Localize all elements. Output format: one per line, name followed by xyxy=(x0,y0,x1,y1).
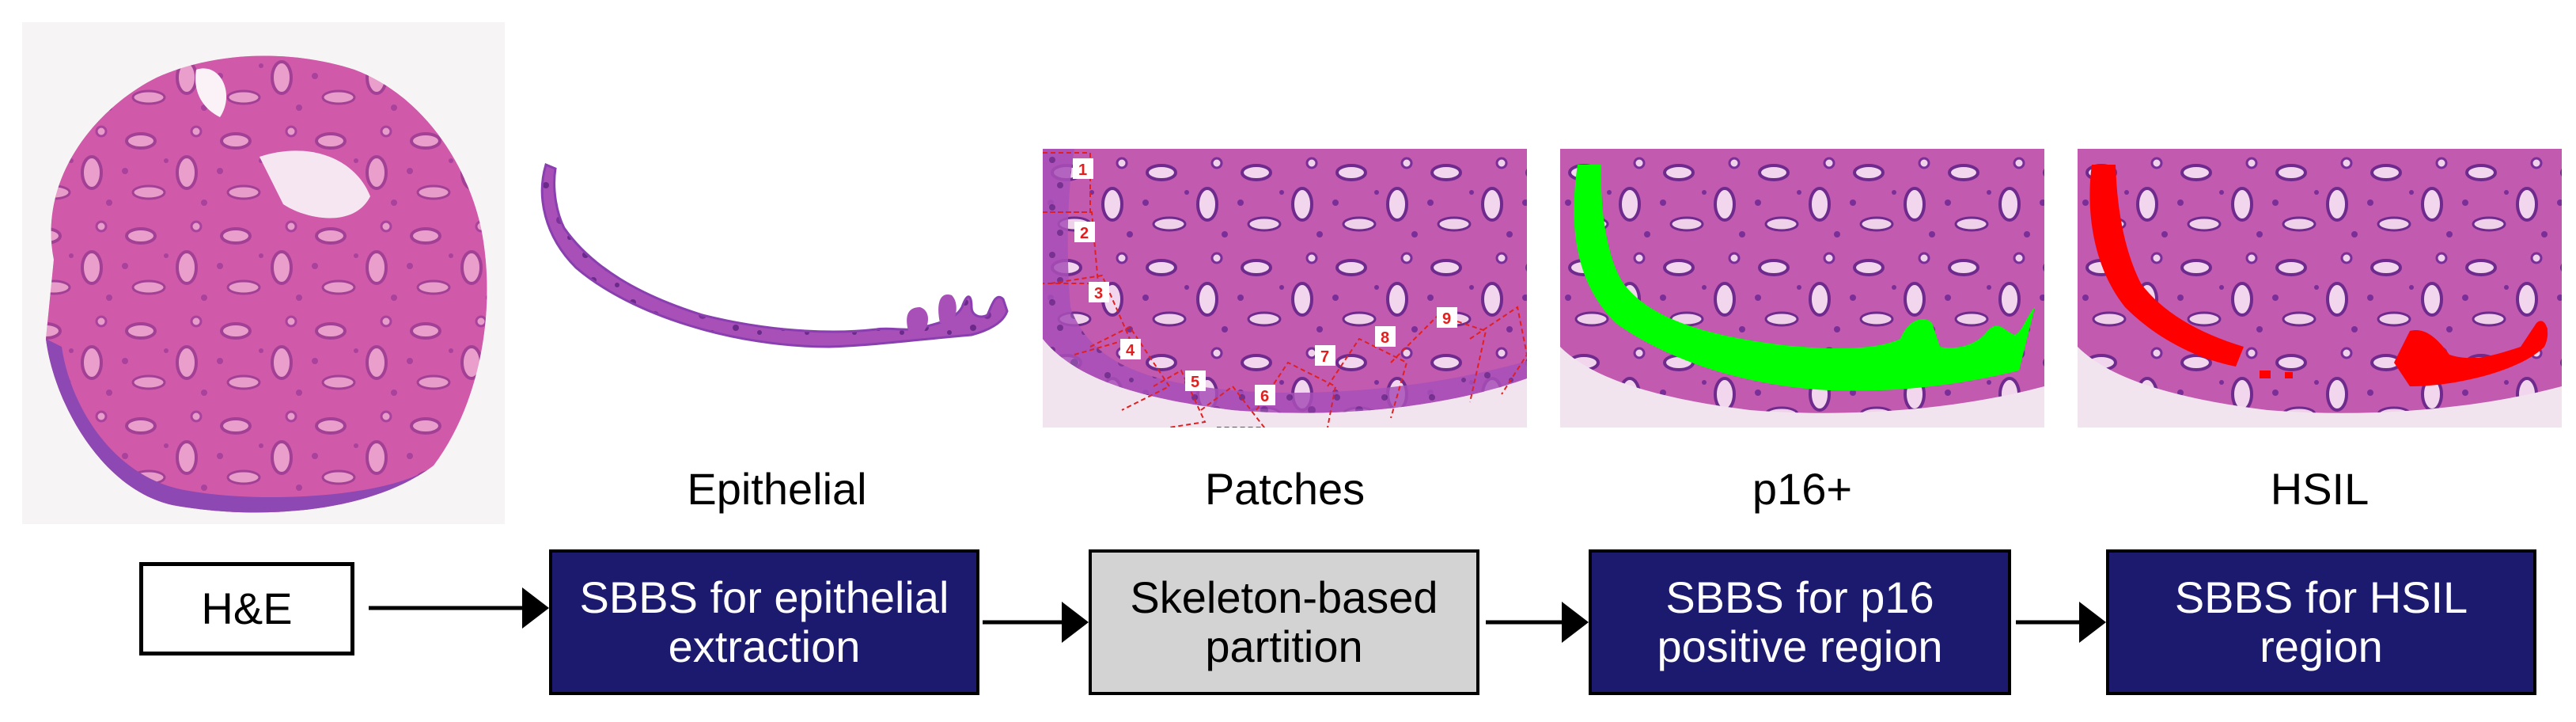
patch-number: 7 xyxy=(1320,348,1329,366)
patch-number: 9 xyxy=(1442,310,1451,328)
step-epithelial-extraction: SBBS for epithelial extraction xyxy=(549,549,979,695)
step-p16-region: SBBS for p16 positive region xyxy=(1589,549,2011,695)
patch-number: 5 xyxy=(1191,374,1199,391)
arrow-right-icon xyxy=(2016,598,2106,646)
epithelial-extraction-image xyxy=(528,149,1019,394)
p16-region-image xyxy=(1560,149,2044,428)
patch-number: 4 xyxy=(1126,342,1135,359)
step-skeleton-partition: Skeleton-based partition xyxy=(1089,549,1479,695)
patch-number: 6 xyxy=(1260,388,1269,405)
he-slide-image xyxy=(22,22,505,524)
hsil-region-image xyxy=(2078,149,2562,428)
patches-image: 1 2 3 4 5 6 7 8 9 xyxy=(1043,149,1527,428)
step-label: SBBS for HSIL region xyxy=(2174,572,2468,671)
step-hsil-region: SBBS for HSIL region xyxy=(2106,549,2536,695)
patch-number: 1 xyxy=(1078,162,1087,179)
step-label: Skeleton-based partition xyxy=(1130,572,1438,671)
caption-p16: p16+ xyxy=(1752,464,1853,514)
caption-epithelial: Epithelial xyxy=(687,464,867,514)
arrow-right-icon xyxy=(1486,598,1589,646)
arrow-right-icon xyxy=(369,584,549,632)
step-label: SBBS for epithelial extraction xyxy=(579,572,949,671)
patch-number: 8 xyxy=(1381,329,1389,347)
step-label: SBBS for p16 positive region xyxy=(1657,572,1943,671)
arrow-right-icon xyxy=(983,598,1089,646)
input-box-he: H&E xyxy=(139,562,354,656)
patch-number: 2 xyxy=(1080,225,1089,242)
caption-patches: Patches xyxy=(1204,464,1366,514)
caption-hsil: HSIL xyxy=(2270,464,2370,514)
patch-number: 3 xyxy=(1094,285,1103,302)
input-box-label: H&E xyxy=(201,583,293,633)
